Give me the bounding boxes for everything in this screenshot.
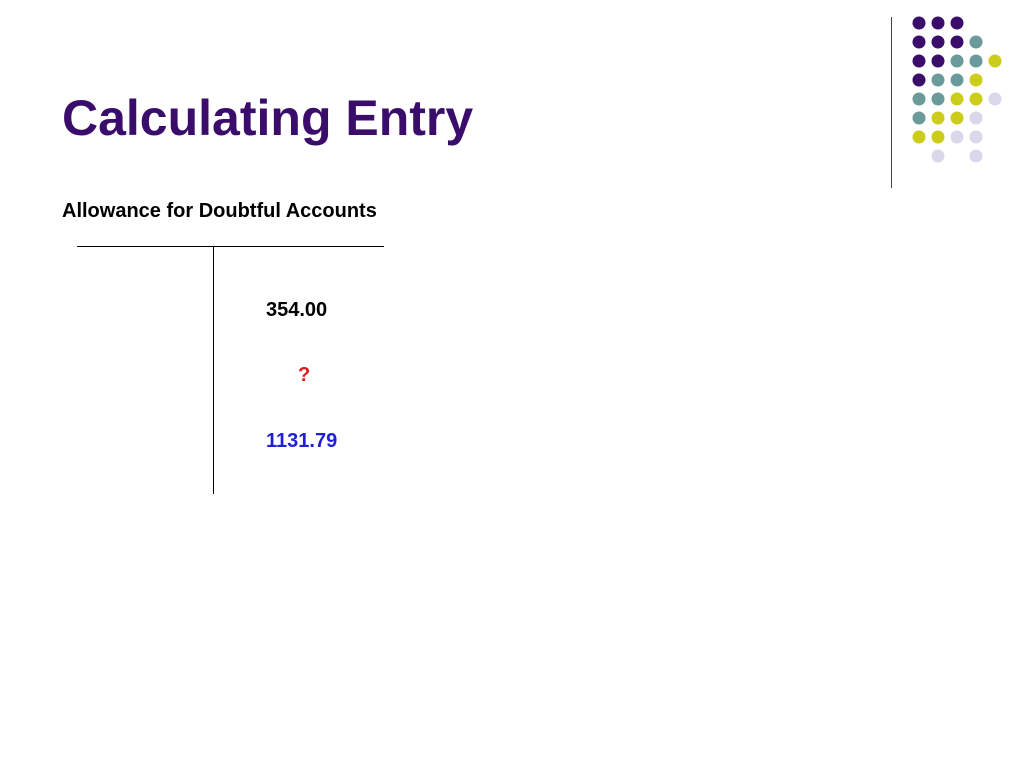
decorative-dot <box>931 149 945 163</box>
decorative-dot <box>912 16 926 30</box>
decorative-dot <box>950 111 964 125</box>
decorative-dot <box>931 111 945 125</box>
decorative-dot <box>950 130 964 144</box>
decorative-dot <box>969 54 983 68</box>
decorative-dot <box>912 111 926 125</box>
credit-entry-unknown: ? <box>298 364 311 386</box>
decorative-dot <box>988 92 1002 106</box>
decorative-dot <box>969 35 983 49</box>
decorative-dot <box>950 73 964 87</box>
dot-grid <box>912 16 1002 163</box>
decorative-dot <box>969 111 983 125</box>
decorative-dot <box>950 16 964 30</box>
decorative-dot-pattern <box>891 16 1002 188</box>
decorative-dot <box>931 130 945 144</box>
decorative-dot <box>931 73 945 87</box>
decorative-dot <box>950 54 964 68</box>
decorative-dot <box>969 92 983 106</box>
decorative-dot <box>969 149 983 163</box>
decorative-dot <box>912 35 926 49</box>
decorative-dot <box>912 92 926 106</box>
decorative-dot <box>931 16 945 30</box>
t-account-top-line <box>77 246 384 247</box>
decorative-dot <box>931 92 945 106</box>
decorative-dot <box>969 130 983 144</box>
decorative-dot <box>931 35 945 49</box>
decorative-dot <box>950 92 964 106</box>
decorative-dot <box>912 130 926 144</box>
decorative-dot <box>950 35 964 49</box>
credit-entry-existing-balance: 354.00 <box>266 299 328 321</box>
slide-title: Calculating Entry <box>62 90 474 146</box>
credit-entry-target-balance: 1131.79 <box>266 430 338 452</box>
decorative-dot <box>912 54 926 68</box>
decorative-dot <box>931 54 945 68</box>
t-account-divider-line <box>213 247 214 494</box>
decorative-dot <box>912 73 926 87</box>
decorative-dot <box>988 54 1002 68</box>
decorative-dot <box>969 73 983 87</box>
account-name: Allowance for Doubtful Accounts <box>62 200 377 222</box>
